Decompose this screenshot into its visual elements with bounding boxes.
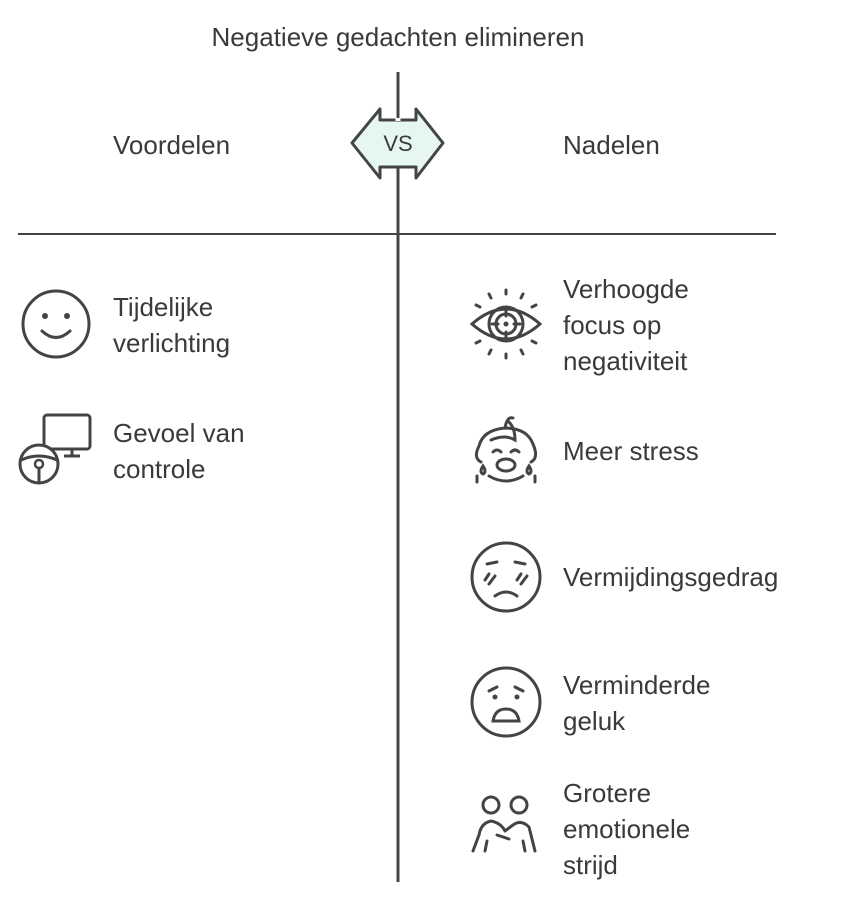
right-item-label: Grotere emotionele strijd xyxy=(563,778,691,880)
embarrassed-face-icon xyxy=(470,541,542,613)
diagram-title: Negatieve gedachten elimineren xyxy=(211,22,585,52)
vs-label: VS xyxy=(383,131,413,156)
vs-badge-shape xyxy=(350,107,445,180)
crying-baby-icon xyxy=(474,416,538,484)
right-header: Nadelen xyxy=(563,130,660,160)
right-item-label: Meer stress xyxy=(563,436,699,466)
people-struggle-icon xyxy=(471,795,537,853)
smile-icon xyxy=(21,289,91,359)
eye-target-icon xyxy=(469,288,543,360)
right-item-label: Vermijdingsgedrag xyxy=(563,562,779,592)
sad-face-icon xyxy=(470,666,542,738)
right-item-label: Verminderde geluk xyxy=(563,670,711,736)
left-header: Voordelen xyxy=(113,130,231,160)
left-item-label: Tijdelijke verlichting xyxy=(113,292,231,358)
right-item-label: Verhoogde focus op negativiteit xyxy=(563,274,689,376)
left-item-label: Gevoel van controle xyxy=(113,418,245,484)
steering-wheel-monitor-icon xyxy=(18,413,92,485)
